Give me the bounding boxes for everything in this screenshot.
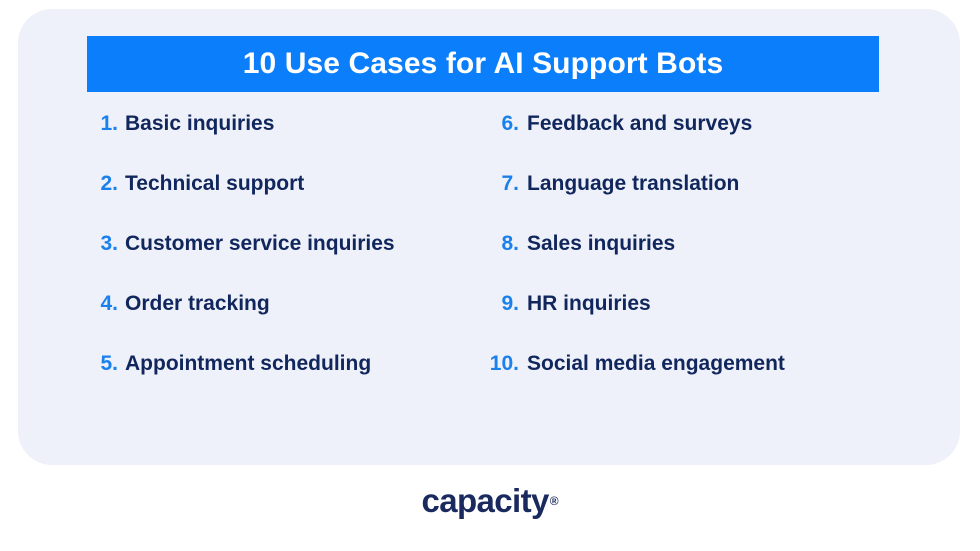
list-item-number: 5. [100,352,118,375]
list-item-number: 2. [100,172,118,195]
left-column: 1. Basic inquiries 2. Technical support … [0,113,400,413]
list-item: 9. HR inquiries [485,293,830,353]
list-item: 4. Order tracking [92,293,400,353]
registered-trademark-icon: ® [549,493,559,508]
list-item-number: 3. [100,232,118,255]
list-item-label: Feedback and surveys [527,112,753,135]
list-item: 6. Feedback and surveys [485,113,830,173]
list-item-number: 6. [501,112,519,135]
list-item: 7. Language translation [485,173,830,233]
list-item-number: 7. [501,172,519,195]
right-column: 6. Feedback and surveys 7. Language tran… [400,113,830,413]
list-item-label: Basic inquiries [125,112,275,135]
title-banner: 10 Use Cases for AI Support Bots [87,36,879,92]
list-item-number: 8. [501,232,519,255]
list-item: 8. Sales inquiries [485,233,830,293]
list-item-label: Customer service inquiries [125,232,395,255]
list-item-label: HR inquiries [527,292,651,315]
list-item-number: 9. [501,292,519,315]
list-item-label: Order tracking [125,292,270,315]
list-item-number: 1. [100,112,118,135]
list-item: 10. Social media engagement [485,353,830,413]
page-title: 10 Use Cases for AI Support Bots [242,47,724,80]
list-item-label: Appointment scheduling [125,352,372,375]
list-item-label: Social media engagement [527,352,785,375]
list-item: 5. Appointment scheduling [92,353,400,413]
list-item-label: Sales inquiries [527,232,676,255]
list-item-label: Technical support [125,172,305,195]
brand-logo-text: capacity [421,482,549,519]
list-item: 2. Technical support [92,173,400,233]
list-item: 3. Customer service inquiries [92,233,400,293]
list-item-label: Language translation [527,172,740,195]
list-item-number: 10. [489,352,519,375]
list-item: 1. Basic inquiries [92,113,400,173]
brand-logo: capacity ® [0,484,980,517]
list-item-number: 4. [100,292,118,315]
use-case-columns: 1. Basic inquiries 2. Technical support … [0,113,942,413]
